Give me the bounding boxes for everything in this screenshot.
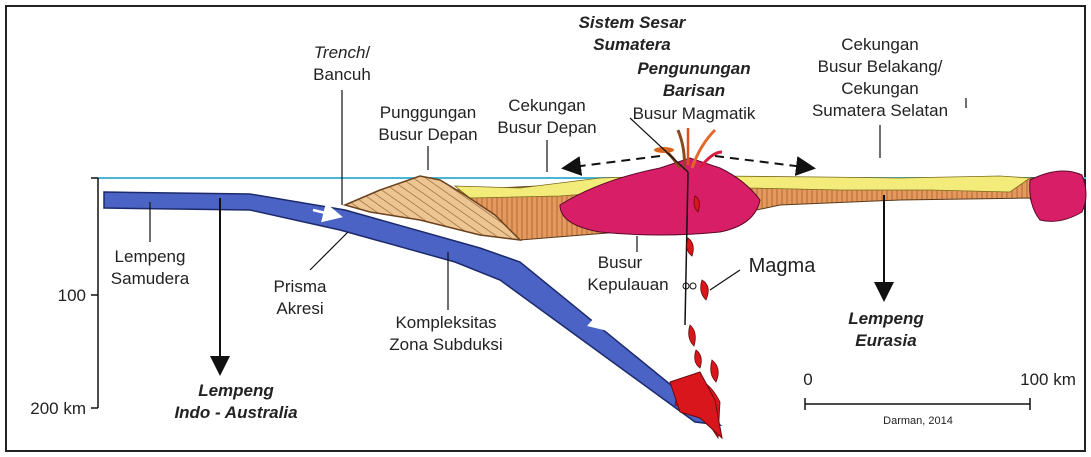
busur-kepulauan-label-2: Kepulauan <box>587 275 668 294</box>
lempeng-indo-label-2: Indo - Australia <box>174 403 297 422</box>
trench-slash: / <box>365 43 370 62</box>
lempeng-samudera-label-1: Lempeng <box>115 247 186 266</box>
kompleksitas-label-1: Kompleksitas <box>395 313 496 332</box>
lempeng-eurasia-label-2: Eurasia <box>855 331 916 350</box>
lempeng-indo-label-1: Lempeng <box>198 381 274 400</box>
bancuh-label: Bancuh <box>313 65 371 84</box>
punggungan-label-1: Punggungan <box>380 103 476 122</box>
cekungan-belakang-label-3: Cekungan <box>841 79 919 98</box>
depth-tick-200: 200 km <box>30 399 86 418</box>
cekungan-depan-label-2: Busur Depan <box>497 118 596 137</box>
punggungan-label-2: Busur Depan <box>378 125 477 144</box>
cekungan-belakang-label-4: Sumatera Selatan <box>812 101 948 120</box>
extension-arrow-left <box>565 156 660 168</box>
scale-end-label: 100 km <box>1020 370 1076 389</box>
fault-leader-line <box>630 118 688 172</box>
depth-axis <box>91 178 98 408</box>
magma-marker <box>690 283 696 289</box>
credit-label: Darman, 2014 <box>883 415 953 427</box>
cekungan-belakang-label-2: Busur Belakang/ <box>818 57 943 76</box>
magmatic-arc-body <box>560 158 760 235</box>
cekungan-depan-label-1: Cekungan <box>508 96 586 115</box>
scale-start-label: 0 <box>803 370 812 389</box>
lempeng-eurasia-label-1: Lempeng <box>848 309 924 328</box>
busur-kepulauan-label-1: Busur <box>598 253 643 272</box>
pengunungan-label-2: Barisan <box>663 81 725 100</box>
trench-label: Trench/ <box>314 43 371 62</box>
busur-magmatik-label: Busur Magmatik <box>633 104 756 123</box>
volcano-eruption <box>654 128 722 170</box>
backarc-magma-body <box>1030 171 1086 221</box>
kompleksitas-label-2: Zona Subduksi <box>389 335 502 354</box>
magma-label: Magma <box>749 255 817 277</box>
lempeng-samudera-label-2: Samudera <box>111 269 190 288</box>
extension-arrow-right <box>715 156 812 168</box>
cekungan-belakang-label-1: Cekungan <box>841 35 919 54</box>
prisma-label-2: Akresi <box>276 299 323 318</box>
pengunungan-label-1: Pengunungan <box>637 59 750 78</box>
sistem-sesar-label-2: Sumatera <box>593 35 670 54</box>
trench-text: Trench <box>314 43 366 62</box>
depth-tick-100: 100 <box>58 286 86 305</box>
scale-bar <box>805 398 1030 410</box>
sistem-sesar-label-1: Sistem Sesar <box>579 13 687 32</box>
slab-melt <box>670 372 722 438</box>
prisma-label-1: Prisma <box>274 277 327 296</box>
